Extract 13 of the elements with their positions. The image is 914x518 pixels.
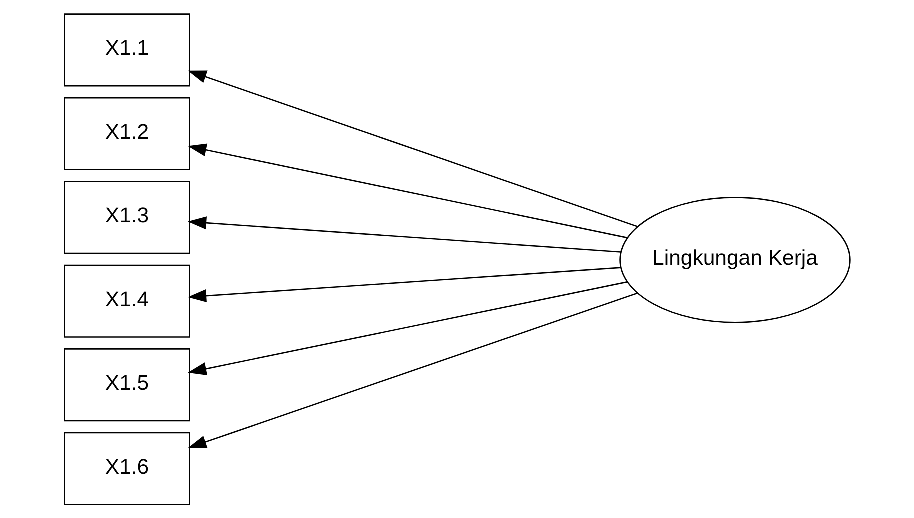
node-box: X1.4	[64, 264, 190, 338]
arrow	[188, 281, 627, 375]
node-box: X1.3	[64, 180, 190, 254]
node-box: X1.2	[64, 96, 190, 170]
arrow	[187, 216, 621, 252]
node-ellipse: Lingkungan Kerja	[619, 196, 850, 323]
arrow	[188, 143, 627, 238]
arrow	[188, 292, 638, 448]
node-box: X1.5	[64, 348, 190, 422]
node-box: X1.6	[64, 432, 190, 505]
node-box: X1.1	[64, 13, 190, 86]
arrow	[187, 266, 621, 302]
arrow	[188, 70, 638, 227]
